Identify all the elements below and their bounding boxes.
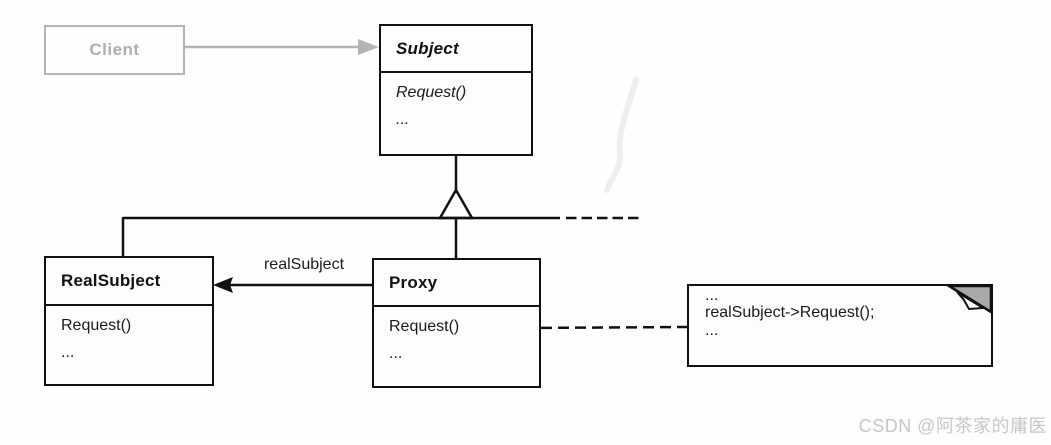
note-line: realSubject->Request();: [705, 304, 875, 321]
method-request: Request(): [389, 318, 460, 335]
method-request: Request(): [61, 317, 132, 334]
proxy-realsubject-association: [213, 277, 372, 293]
class-name-realsubject: RealSubject: [46, 258, 212, 306]
inheritance-connector: [121, 156, 639, 259]
method-ellipsis: ...: [396, 111, 410, 128]
client-subject-association: [185, 39, 379, 55]
class-box-client: Client: [44, 25, 185, 75]
association-label-realsubject: realSubject: [263, 256, 345, 273]
fold-highlight-icon: [956, 291, 987, 311]
solid-arrowhead-icon: [213, 277, 233, 293]
method-ellipsis: ...: [389, 345, 403, 362]
gray-arrowhead-icon: [358, 39, 379, 55]
method-ellipsis: ...: [61, 344, 75, 361]
note-folded-corner-icon: [947, 284, 993, 314]
class-name-client: Client: [89, 40, 140, 59]
csdn-watermark: CSDN @阿茶家的庸医: [858, 416, 1047, 436]
inheritance-triangle-icon: [437, 187, 475, 220]
faint-stroke-artifact: [604, 77, 639, 193]
class-name-proxy: Proxy: [374, 260, 539, 307]
note-box-pseudocode: ... realSubject->Request(); ...: [687, 284, 993, 367]
class-name-subject: Subject: [381, 26, 531, 73]
class-box-proxy: Proxy Request() ...: [372, 258, 541, 388]
class-methods-subject: Request() ...: [381, 73, 531, 129]
note-line: ...: [705, 287, 719, 304]
class-methods-realsubject: Request() ...: [46, 306, 212, 362]
class-methods-proxy: Request() ...: [374, 307, 539, 363]
class-box-realsubject: RealSubject Request() ...: [44, 256, 214, 386]
class-box-subject: Subject Request() ...: [379, 24, 533, 156]
note-line: ...: [705, 322, 719, 339]
method-request: Request(): [396, 84, 467, 101]
